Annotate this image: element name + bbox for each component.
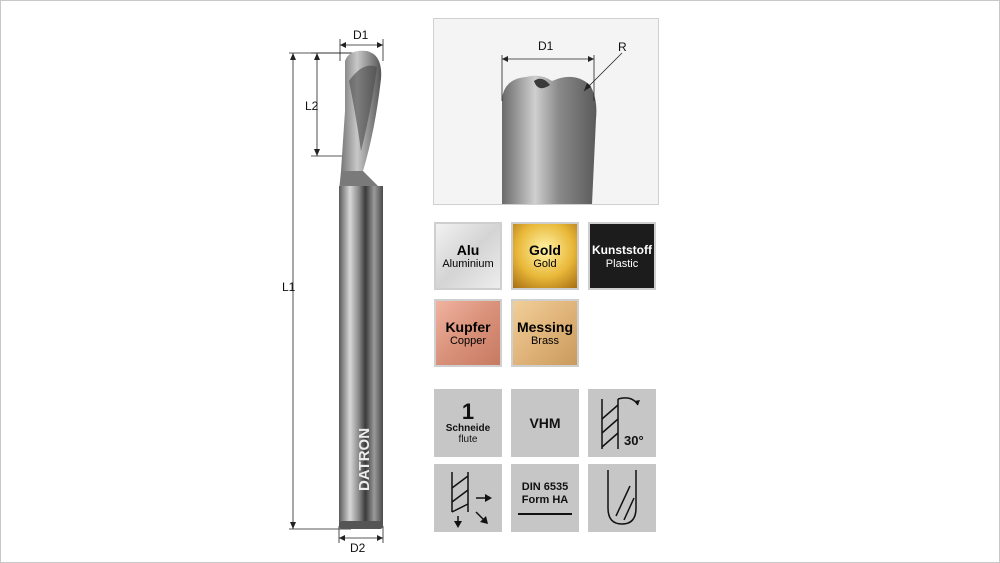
din-form: Form HA xyxy=(521,494,569,506)
label-l2: L2 xyxy=(305,99,319,113)
material-name: Gold xyxy=(529,241,561,258)
material-plastic: Kunststoff Plastic xyxy=(588,222,656,290)
material-sub: Aluminium xyxy=(442,257,494,270)
flute-count: 1 xyxy=(461,399,475,424)
helix-angle-icon xyxy=(601,397,640,449)
din-standard-tile: DIN 6535 Form HA xyxy=(511,464,579,532)
material-name: Messing xyxy=(516,318,573,335)
brand-logo: DATRON xyxy=(356,428,373,491)
material-name: Alu xyxy=(456,241,480,258)
flute-count-tile: 1 Schneide flute xyxy=(434,389,502,457)
label-d1: D1 xyxy=(353,28,369,42)
din-underline xyxy=(518,513,572,515)
cutting-direction-tile xyxy=(434,464,502,532)
detail-label-d1: D1 xyxy=(538,39,554,53)
dimension-lines xyxy=(289,39,384,543)
material-sub: Copper xyxy=(449,334,487,347)
material-sub: Gold xyxy=(533,257,557,270)
detail-label-r: R xyxy=(618,40,627,54)
material-vhm: VHM xyxy=(529,415,561,431)
material-vhm-tile: VHM xyxy=(511,389,579,457)
ball-nose-icon xyxy=(607,470,637,525)
tip-detail-view: D1 R xyxy=(433,18,659,205)
label-l1: L1 xyxy=(282,280,296,294)
tool-tip-shape-tile xyxy=(588,464,656,532)
din-standard: DIN 6535 xyxy=(521,481,569,493)
material-name: Kupfer xyxy=(445,318,491,335)
material-gold: Gold Gold xyxy=(511,222,579,290)
cutting-direction-icon xyxy=(451,472,492,528)
helix-angle-tile: 30° xyxy=(588,389,656,457)
material-aluminium: Alu Aluminium xyxy=(434,222,502,290)
material-copper: Kupfer Copper xyxy=(434,299,502,367)
end-mill-drawing: DATRON xyxy=(289,39,384,543)
flute-label-en: flute xyxy=(458,434,478,445)
material-name: Kunststoff xyxy=(592,242,652,257)
label-d2: D2 xyxy=(350,541,366,555)
helix-angle-value: 30° xyxy=(624,433,644,448)
material-sub: Plastic xyxy=(605,257,639,270)
tip-detail-drawing xyxy=(501,52,623,204)
material-brass: Messing Brass xyxy=(511,299,579,367)
flute-label-de: Schneide xyxy=(445,423,491,434)
material-sub: Brass xyxy=(530,334,560,347)
